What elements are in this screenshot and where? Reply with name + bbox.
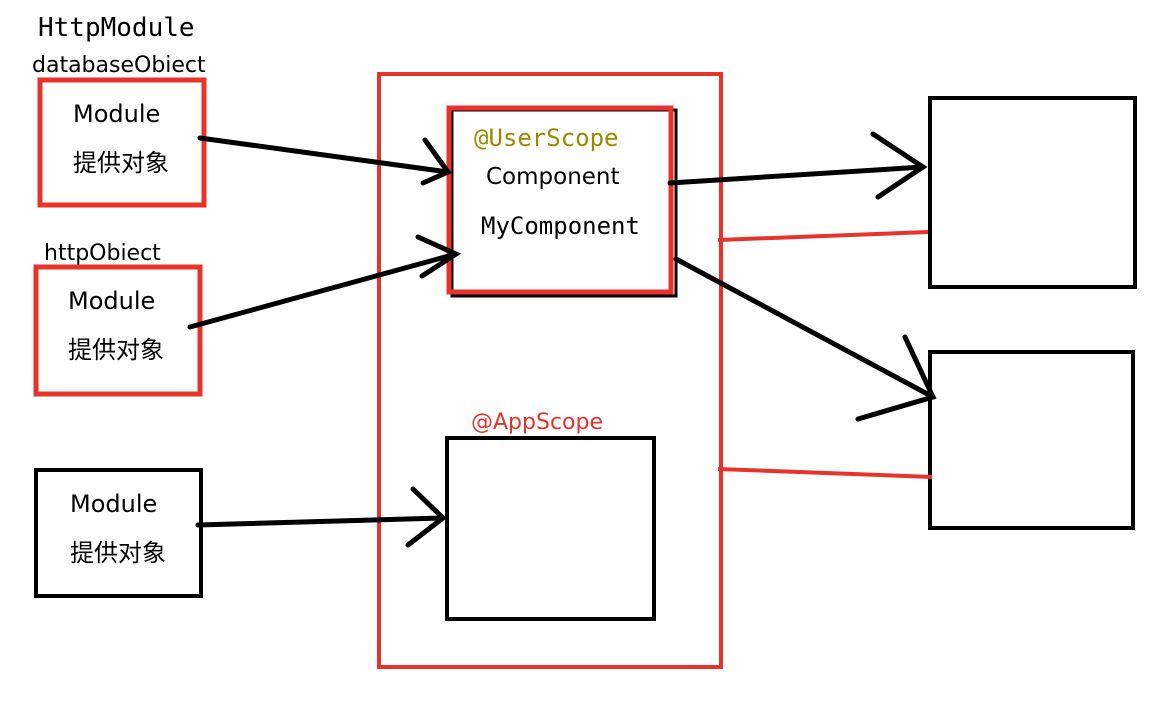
red-link-bottom	[717, 467, 933, 479]
red-link-top	[717, 230, 929, 242]
module-3-name: Module	[70, 490, 158, 518]
http-module-label: HttpModule	[38, 13, 195, 43]
module-1-provides: 提供对象	[73, 149, 169, 177]
right-box-top	[928, 96, 1137, 289]
module-2-name: Module	[68, 287, 156, 315]
app-scope-box	[445, 436, 656, 621]
scope-container	[377, 72, 723, 669]
module-3-provides: 提供对象	[70, 539, 166, 567]
my-component-label: MyComponent	[481, 212, 640, 240]
module-box-2	[33, 264, 203, 397]
arrow-module2-to-component	[187, 234, 462, 330]
database-object-label: databaseObiect	[32, 53, 206, 78]
arrow-module3-to-appscope	[195, 486, 447, 548]
component-label: Component	[486, 164, 620, 190]
app-scope-annotation: @AppScope	[471, 410, 603, 435]
arrow-component-to-right-bottom	[673, 256, 937, 422]
module-box-1	[37, 77, 207, 208]
user-scope-annotation: @UserScope	[474, 124, 619, 152]
arrow-module1-to-component	[197, 135, 452, 186]
right-box-bottom	[928, 350, 1135, 530]
module-1-name: Module	[73, 100, 161, 128]
module-2-provides: 提供对象	[68, 336, 164, 364]
component-box	[446, 105, 674, 295]
http-object-label: httpObiect	[44, 241, 161, 266]
arrow-component-to-right-top	[667, 131, 928, 200]
module-box-3	[34, 468, 203, 598]
